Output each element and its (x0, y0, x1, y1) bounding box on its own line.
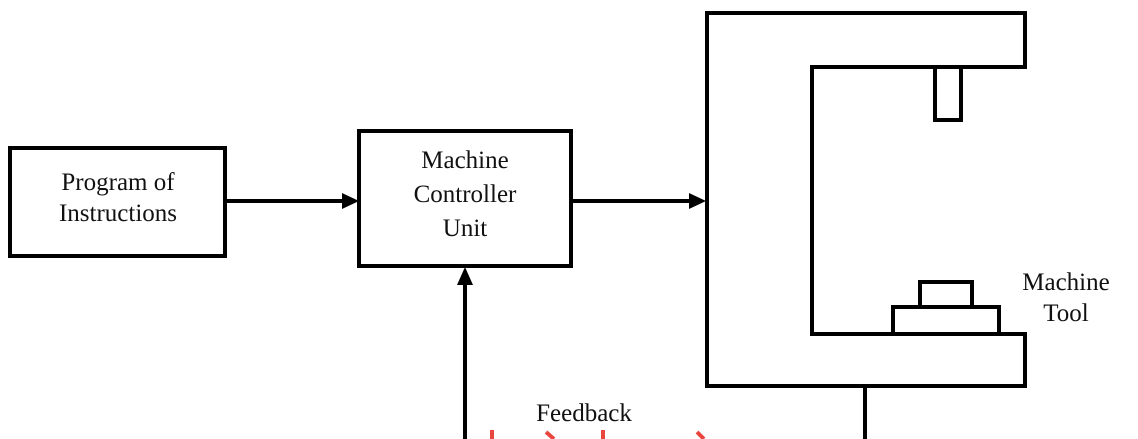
spindle-tool (933, 65, 963, 122)
program-box-label-line1: Program of (61, 169, 175, 196)
arrow-program-to-controller (225, 193, 359, 209)
workpiece-top (918, 280, 974, 309)
feedback-label: Feedback (536, 400, 632, 427)
controller-box-rect (357, 129, 573, 268)
watermark-fragment (490, 430, 706, 439)
workpiece-base (891, 305, 1001, 336)
machine-tool-label-line2: Tool (1043, 300, 1089, 327)
controller-box-label-line2: Controller (414, 181, 517, 208)
controller-box-label-line3: Unit (443, 215, 488, 242)
feedback-path (457, 267, 867, 439)
program-box-rect (8, 146, 227, 258)
machine-tool-frame (705, 11, 1027, 388)
c-frame-outline (705, 11, 1027, 388)
machine-tool-label-line1: Machine (1022, 269, 1109, 296)
machine-controller-unit-block: Machine Controller Unit (357, 129, 573, 268)
feedback-arrowhead (457, 267, 473, 285)
arrow-controller-to-machine (571, 193, 706, 209)
program-of-instructions-block: Program of Instructions (8, 146, 227, 258)
controller-box-label-line1: Machine (421, 147, 508, 174)
program-box-label-line2: Instructions (59, 200, 177, 227)
